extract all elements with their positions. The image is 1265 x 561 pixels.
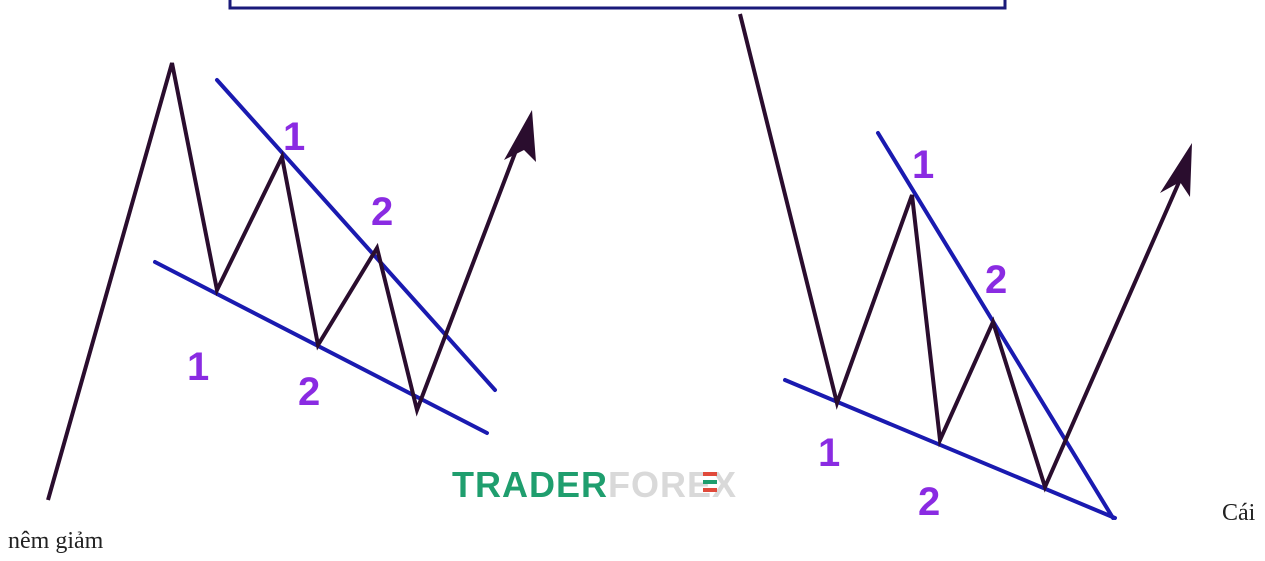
left-arrow-head: [504, 110, 536, 162]
right-wedge-pattern: 1 2 1 2: [738, 13, 1192, 520]
caption-line-2: nêm giảm: [8, 528, 104, 554]
left-wedge-pattern: 1 2 1 2: [46, 62, 536, 501]
right-upper-label-1: 1: [912, 143, 934, 187]
left-lower-label-2: 2: [298, 370, 320, 414]
falling-wedge-diagram: 1 2 1 2 1 2 1 2 TRADERFOREX: [46, 0, 1192, 520]
right-upper-label-2: 2: [985, 258, 1007, 302]
left-lower-trendline: [153, 260, 489, 435]
right-price-path: [738, 13, 1185, 493]
top-frame-border: [228, 0, 1007, 10]
watermark-trader-text: TRADER: [452, 464, 608, 505]
svg-text:TRADERFOREX: TRADERFOREX: [452, 464, 737, 505]
right-arrow-head: [1160, 143, 1192, 197]
left-lower-label-1: 1: [187, 345, 209, 389]
right-lower-label-2: 2: [918, 480, 940, 520]
traderforex-watermark: TRADERFOREX: [452, 464, 737, 505]
left-upper-label-2: 2: [371, 190, 393, 234]
left-upper-label-1: 1: [283, 115, 305, 159]
watermark-e-mark: [703, 472, 717, 492]
left-price-path: [46, 62, 522, 501]
right-lower-label-1: 1: [818, 431, 840, 475]
caption-line-1: Cái: [1222, 500, 1256, 526]
right-lower-trendline: [783, 378, 1117, 520]
watermark-forex-text: FOREX: [608, 464, 737, 505]
left-upper-trendline: [215, 78, 497, 392]
